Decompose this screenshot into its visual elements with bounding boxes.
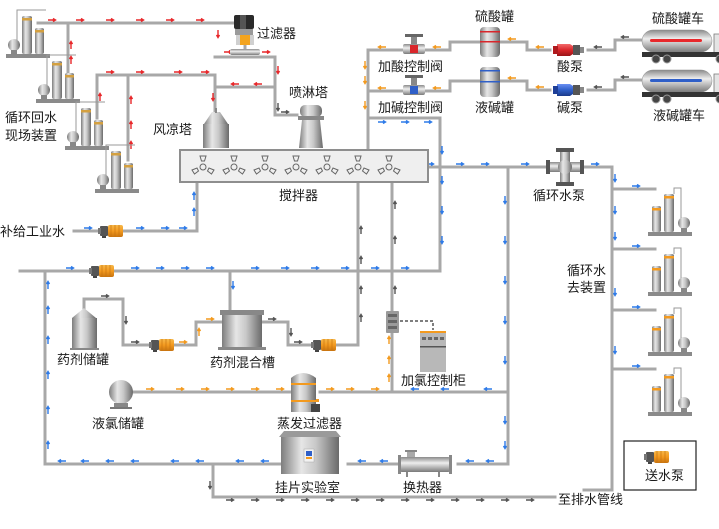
main-line-pump[interactable]: [88, 264, 115, 279]
acid-control-valve[interactable]: [403, 34, 425, 54]
sulfuric-acid-truck[interactable]: [641, 29, 719, 64]
return-water-device-4[interactable]: [94, 144, 140, 194]
label-acid-pump: 酸泵: [557, 60, 583, 75]
label-liquid-chlorine: 液氯储罐: [92, 417, 144, 432]
pipe-network: [18, 21, 657, 499]
circulation-out-device-1[interactable]: [647, 187, 693, 237]
label-sulfuric-truck: 硫酸罐车: [652, 11, 704, 27]
label-makeup-water: 补给工业水: [0, 225, 65, 240]
alkali-control-valve[interactable]: [403, 75, 425, 95]
chemical-mixing-tank[interactable]: [218, 310, 266, 350]
circulation-out-device-2[interactable]: [647, 247, 693, 297]
evaporation-filter[interactable]: [291, 373, 320, 412]
chlorine-controller-box[interactable]: [386, 311, 399, 333]
filter[interactable]: [230, 15, 260, 55]
label-filter: 过滤器: [257, 27, 296, 42]
spray-tower[interactable]: [298, 105, 324, 148]
label-chem-storage: 药剂储罐: [57, 353, 109, 368]
label-circ-out-2: 去装置: [567, 281, 606, 296]
circulation-out-device-3[interactable]: [647, 307, 693, 357]
alkali-pump[interactable]: [553, 84, 584, 96]
circulation-water-pump[interactable]: [546, 148, 584, 186]
label-return-water-2: 现场装置: [5, 129, 57, 144]
label-chem-mix: 药剂混合槽: [210, 356, 275, 371]
label-circ-out-1: 循环水: [567, 264, 606, 279]
liquid-chlorine-tank[interactable]: [109, 380, 133, 409]
chemical-feed-pump-2[interactable]: [310, 338, 337, 353]
liquid-alkali-truck[interactable]: [641, 69, 719, 104]
acid-pump[interactable]: [553, 44, 584, 56]
chemical-storage-tank[interactable]: [70, 308, 99, 350]
label-acid-valve: 加酸控制阀: [378, 60, 443, 75]
label-agitator: 搅拌器: [279, 188, 318, 204]
label-alkali-tank: 液碱罐: [475, 101, 514, 116]
label-heat-exchanger: 换热器: [403, 481, 442, 496]
label-return-water-1: 循环回水: [5, 111, 57, 126]
coupon-test-lab[interactable]: [279, 431, 341, 474]
legend: [623, 440, 697, 491]
label-cooling-tower: 风凉塔: [153, 123, 192, 138]
sulfuric-acid-tank[interactable]: [480, 27, 500, 57]
label-alkali-truck: 液碱罐车: [653, 108, 705, 124]
label-evap-filter: 蒸发过滤器: [277, 416, 342, 432]
label-spray-tower: 喷淋塔: [289, 86, 328, 101]
label-sulfuric-tank: 硫酸罐: [475, 10, 514, 25]
liquid-alkali-tank[interactable]: [480, 67, 500, 97]
chlorine-control-cabinet[interactable]: [420, 331, 446, 372]
label-to-drain: 至排水管线: [558, 493, 623, 508]
legend-label: 送水泵: [645, 469, 684, 484]
makeup-water-pump[interactable]: [97, 224, 124, 239]
agitator[interactable]: [179, 149, 429, 183]
return-water-device-3[interactable]: [64, 101, 110, 151]
label-alkali-valve: 加碱控制阀: [378, 101, 443, 116]
label-circ-pump: 循环水泵: [533, 189, 585, 204]
cooling-tower[interactable]: [203, 108, 229, 148]
return-water-device-1[interactable]: [5, 9, 51, 59]
return-water-device-2[interactable]: [35, 54, 81, 104]
label-chlorine-cabinet: 加氯控制柜: [401, 374, 466, 389]
chemical-feed-pump-1[interactable]: [148, 338, 175, 353]
circulation-out-device-4[interactable]: [647, 367, 693, 417]
heat-exchanger[interactable]: [398, 450, 452, 477]
label-alkali-pump: 碱泵: [557, 101, 583, 116]
labels: 过滤器 喷淋塔 风凉塔 搅拌器 循环回水 现场装置 补给工业水 加酸控制阀 加碱…: [0, 10, 705, 508]
label-coupon-lab: 挂片实验室: [275, 480, 340, 496]
